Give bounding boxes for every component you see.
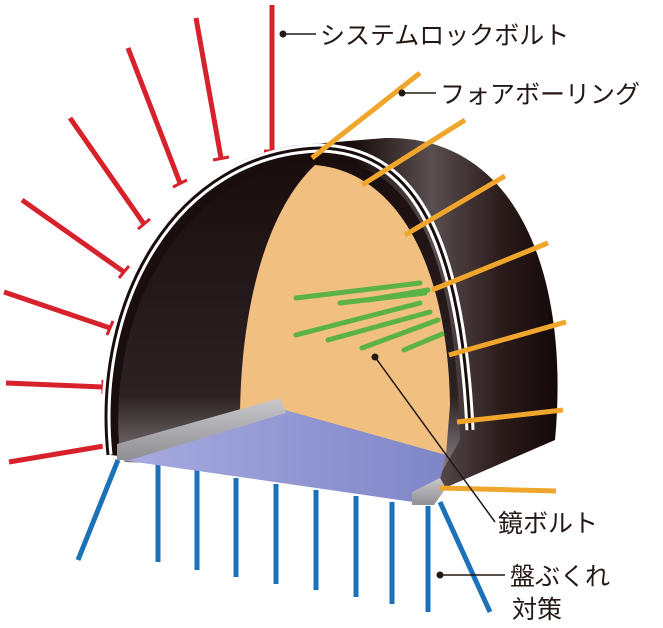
rock-bolt [67,116,147,226]
fore-pole [439,485,557,494]
fore-pole [448,319,567,358]
tunnel-floor [122,410,446,505]
leader-face-bolt [374,356,496,523]
rock-bolt [193,17,224,159]
invert-slab-right [412,478,446,505]
leader-dot [279,30,287,38]
face-bolt [293,280,423,301]
fore-pole [456,407,564,425]
bolt-plate [172,178,188,189]
face-bolt [293,300,423,338]
face-bolts [293,280,445,353]
label-heave-line2: 対策 [512,595,562,624]
leader-dot [371,353,379,361]
face-bolt [401,331,445,353]
fore-poling [310,71,567,494]
heave-piles [75,459,493,614]
leader-dot [398,89,406,97]
label-face-bolt: 鏡ボルト [498,509,598,538]
rock-bolt [3,289,111,331]
fore-pole [431,240,549,293]
face-bolt [359,317,441,351]
leader-dot [436,571,444,579]
face-bolt [325,309,433,343]
rock-bolt [20,197,126,275]
rock-bolt [8,442,111,465]
bolt-plate [105,320,115,336]
bolt-plate [117,265,131,279]
heave-pile [75,459,121,561]
tunnel-face [240,165,450,455]
fore-pole [310,71,422,160]
fore-pole [360,117,467,188]
fore-pole [403,173,507,238]
system-rock-bolts [3,5,280,465]
label-heave-line1: 盤ぶくれ [510,562,610,591]
label-system-rock-bolt: システムロックボルト [320,21,569,50]
bolt-plate [212,155,230,162]
rock-bolt [125,47,183,184]
face-bolt [365,287,431,303]
invert-slab-left [117,398,286,460]
bolt-plate [137,217,151,231]
heave-pile [437,500,493,614]
label-fore-poling: フォアボーリング [440,80,640,109]
leader-lines [279,30,505,579]
lining-band [104,146,472,456]
rock-bolt [5,380,104,390]
